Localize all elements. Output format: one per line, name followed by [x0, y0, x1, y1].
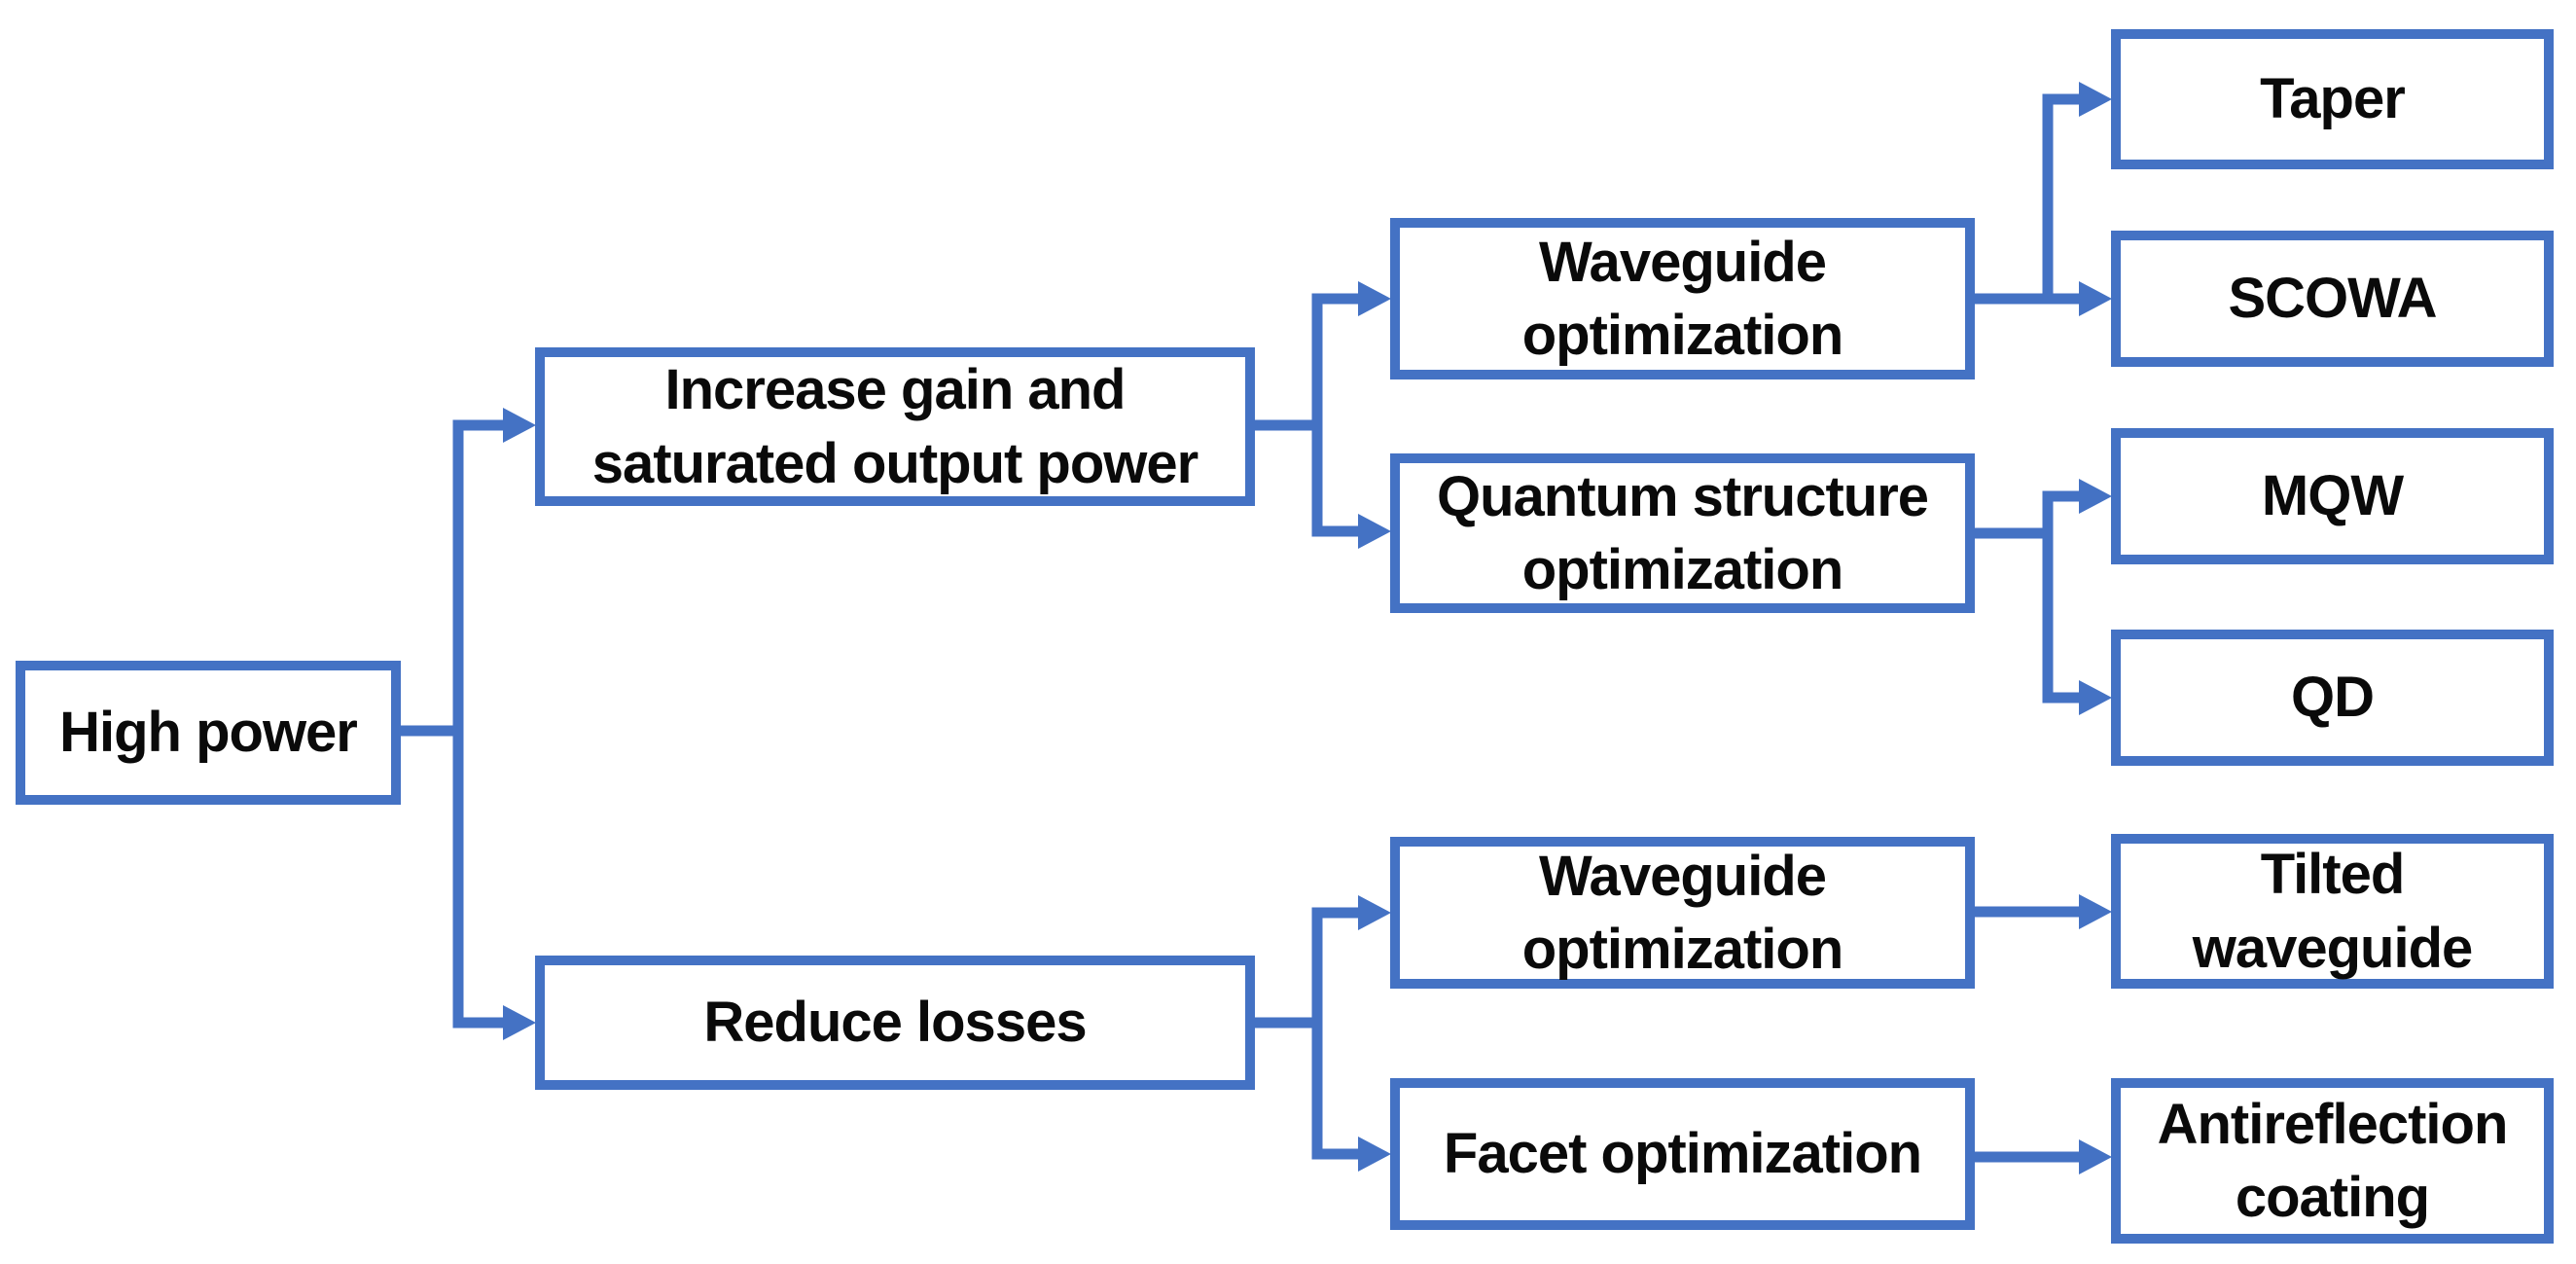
arrowhead-waveguide-opt-top	[1358, 281, 1391, 316]
arrowhead-antireflection	[2079, 1139, 2112, 1174]
node-facet-opt: Facet optimization	[1390, 1078, 1975, 1230]
node-waveguide-opt-bottom-label: Waveguide optimization	[1521, 844, 1844, 981]
node-scowa: SCOWA	[2111, 231, 2554, 367]
node-increase-gain-label: Increase gain and saturated output power	[591, 358, 1199, 495]
arrowhead-waveguide-opt-bottom	[1358, 895, 1391, 930]
node-quantum-structure-label: Quantum structure optimization	[1436, 464, 1929, 601]
node-quantum-structure: Quantum structure optimization	[1390, 453, 1975, 613]
arrowhead-reduce-losses	[503, 1005, 536, 1040]
node-taper-label: Taper	[2260, 67, 2406, 131]
arrowhead-taper	[2079, 82, 2112, 117]
node-mqw: MQW	[2111, 428, 2554, 564]
node-facet-opt-label: Facet optimization	[1443, 1122, 1922, 1186]
arrowhead-tilted-waveguide	[2079, 894, 2112, 929]
node-increase-gain: Increase gain and saturated output power	[535, 347, 1255, 506]
arrowhead-mqw	[2079, 479, 2112, 514]
edge-reduce-losses-to-waveguide-opt-bottom	[1255, 907, 1364, 1029]
node-reduce-losses-label: Reduce losses	[703, 991, 1087, 1055]
edge-high-power-to-increase-gain	[401, 419, 509, 737]
node-qd-label: QD	[2291, 666, 2375, 730]
node-waveguide-opt-top-label: Waveguide optimization	[1521, 230, 1844, 367]
node-tilted-waveguide: Tilted waveguide	[2111, 834, 2554, 989]
node-tilted-waveguide-label: Tilted waveguide	[2192, 843, 2474, 980]
edge-waveguide-opt-top-to-taper	[2042, 93, 2085, 299]
edge-reduce-losses-to-facet-opt	[1311, 1023, 1364, 1160]
node-qd: QD	[2111, 630, 2554, 766]
node-scowa-label: SCOWA	[2228, 267, 2437, 331]
arrowhead-scowa	[2079, 281, 2112, 316]
edge-quantum-structure-to-mqw	[1975, 490, 2085, 539]
arrowhead-qd	[2079, 680, 2112, 715]
edge-increase-gain-to-waveguide-opt-top	[1255, 293, 1364, 431]
node-high-power: High power	[16, 661, 401, 805]
edge-increase-gain-to-quantum-structure	[1311, 425, 1364, 537]
node-taper: Taper	[2111, 29, 2554, 169]
arrowhead-increase-gain	[503, 408, 536, 443]
edge-high-power-to-reduce-losses	[452, 731, 509, 1029]
node-waveguide-opt-bottom: Waveguide optimization	[1390, 837, 1975, 989]
node-high-power-label: High power	[59, 701, 358, 765]
node-waveguide-opt-top: Waveguide optimization	[1390, 218, 1975, 379]
node-mqw-label: MQW	[2261, 464, 2404, 528]
node-reduce-losses: Reduce losses	[535, 956, 1255, 1090]
node-antireflection: Antireflection coating	[2111, 1078, 2554, 1244]
node-antireflection-label: Antireflection coating	[2157, 1092, 2509, 1229]
arrowhead-facet-opt	[1358, 1137, 1391, 1172]
arrowhead-quantum-structure	[1358, 514, 1391, 549]
edge-quantum-structure-to-qd	[2042, 533, 2085, 704]
